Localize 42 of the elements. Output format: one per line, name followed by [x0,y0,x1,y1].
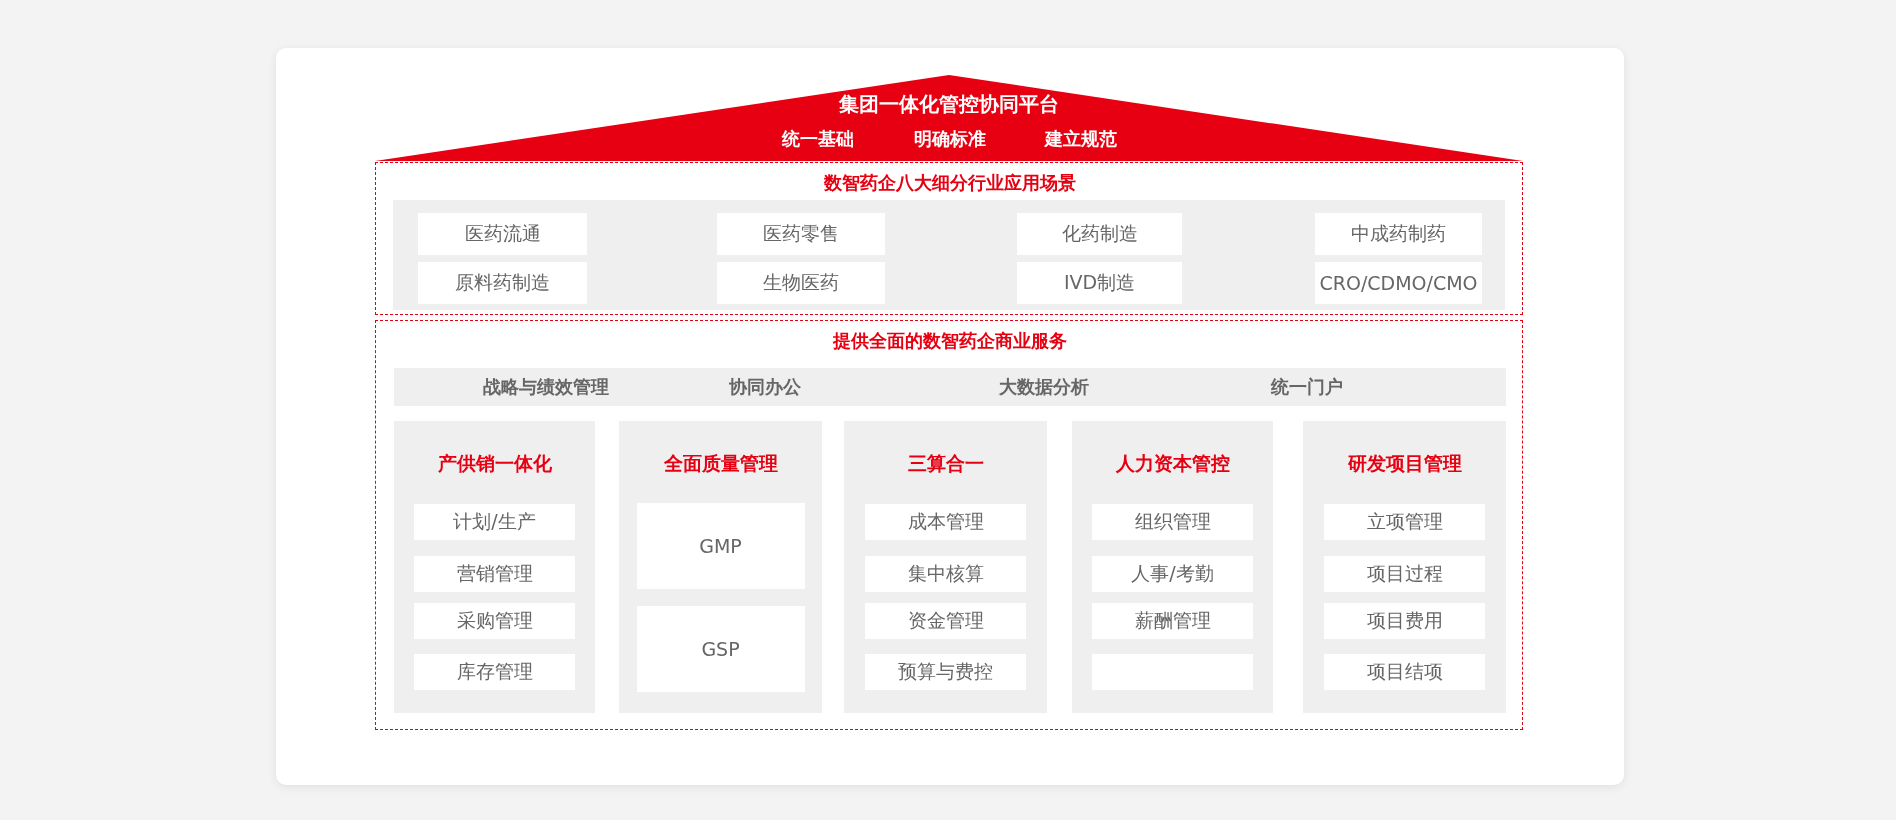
item-box: 资金管理 [865,603,1026,639]
service-label: 大数据分析 [999,375,1089,399]
item-box: 营销管理 [414,556,575,592]
dashed-section-frame [375,162,1523,315]
item-box: 库存管理 [414,654,575,690]
item-box: GSP [636,606,805,692]
item-box: 集中核算 [865,556,1026,592]
item-box: 原料药制造 [418,262,587,304]
item-box: 计划/生产 [414,504,575,540]
module-title: 三算合一 [907,451,984,476]
item-box: 组织管理 [1092,504,1253,540]
section-title: 数智药企八大细分行业应用场景 [824,171,1076,195]
service-label: 统一门户 [1271,375,1343,399]
module-title: 产供销一体化 [437,451,552,476]
item-box: 医药流通 [418,213,587,255]
item-box: 预算与费控 [865,654,1026,690]
item-box: 项目结项 [1324,654,1485,690]
item-box: IVD制造 [1017,262,1182,304]
item-box: 人事/考勤 [1092,556,1253,592]
item-box: 采购管理 [414,603,575,639]
item-box: 项目过程 [1324,556,1485,592]
principle-label: 明确标准 [914,127,986,151]
service-label: 协同办公 [729,375,801,399]
module-title: 研发项目管理 [1347,451,1462,476]
module-title: 全面质量管理 [663,451,778,476]
module-title: 人力资本管控 [1115,451,1230,476]
section-title: 提供全面的数智药企商业服务 [833,329,1067,353]
service-label: 战略与绩效管理 [483,375,609,399]
item-box: GMP [636,503,805,589]
item-box: 立项管理 [1324,504,1485,540]
item-box: 生物医药 [717,262,885,304]
item-box: 成本管理 [865,504,1026,540]
item-box: 中成药制药 [1315,213,1482,255]
principle-label: 统一基础 [782,127,854,151]
principle-label: 建立规范 [1045,127,1117,151]
item-box: 薪酬管理 [1092,603,1253,639]
item-box: 项目费用 [1324,603,1485,639]
item-box: 化药制造 [1017,213,1182,255]
item-box: 医药零售 [717,213,885,255]
platform-title: 集团一体化管控协同平台 [839,90,1059,118]
dashed-section-frame [375,320,1523,730]
item-box: CRO/CDMO/CMO [1315,262,1482,304]
